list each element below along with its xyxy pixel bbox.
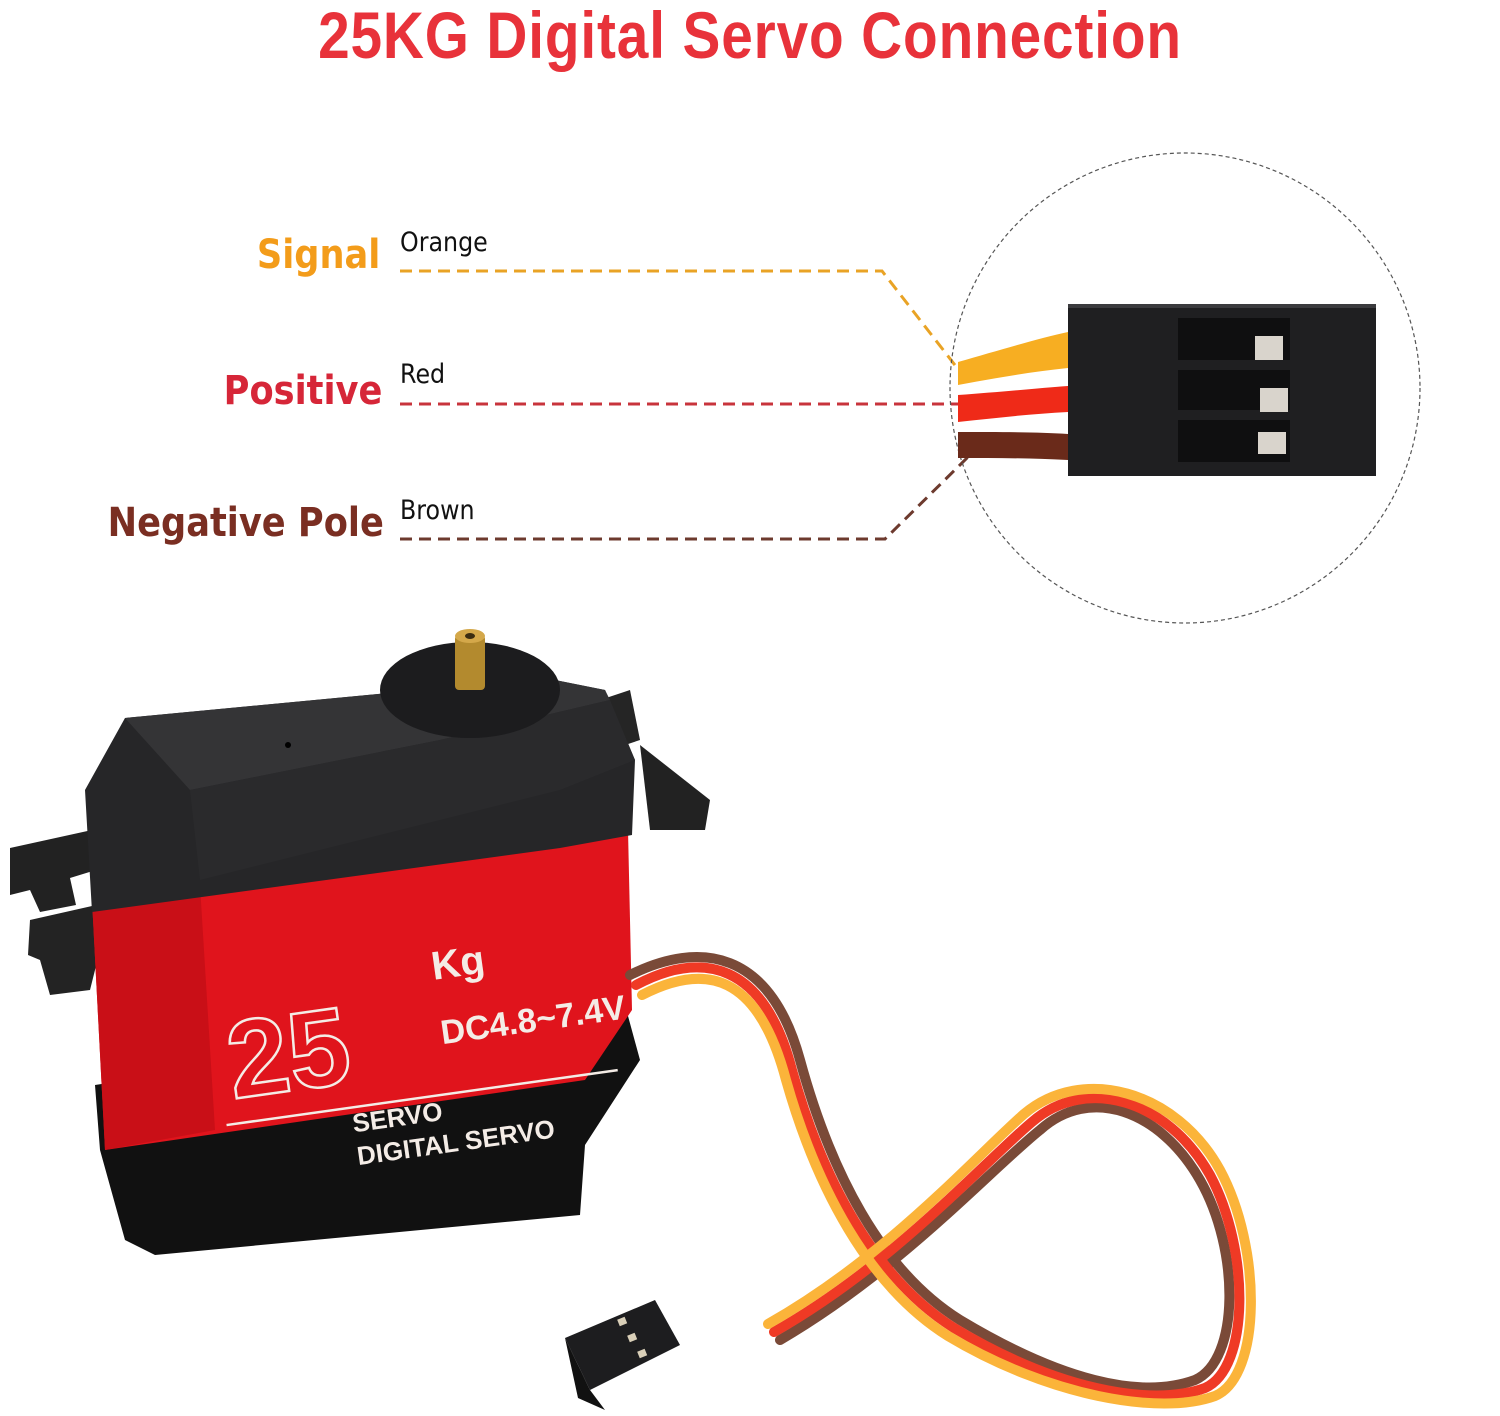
signal-label: Signal bbox=[256, 232, 380, 278]
torque-number: 25 bbox=[219, 984, 357, 1123]
cable-connector-icon bbox=[565, 1300, 680, 1410]
leader-lines bbox=[400, 269, 985, 541]
page-title: 25KG Digital Servo Connection bbox=[318, 0, 1182, 72]
servo-cable-icon bbox=[625, 952, 1256, 1409]
positive-color-name: Red bbox=[400, 359, 446, 390]
negative-pole-label: Negative Pole bbox=[107, 500, 384, 546]
torque-unit: Kg bbox=[428, 938, 487, 989]
signal-color-name: Orange bbox=[400, 227, 488, 258]
servo-motor-icon: 25 Kg DC4.8~7.4V SERVO DIGITAL SERVO bbox=[10, 629, 710, 1255]
connector-closeup-icon bbox=[949, 152, 1421, 624]
positive-label: Positive bbox=[223, 368, 382, 414]
negative-color-name: Brown bbox=[400, 495, 475, 526]
